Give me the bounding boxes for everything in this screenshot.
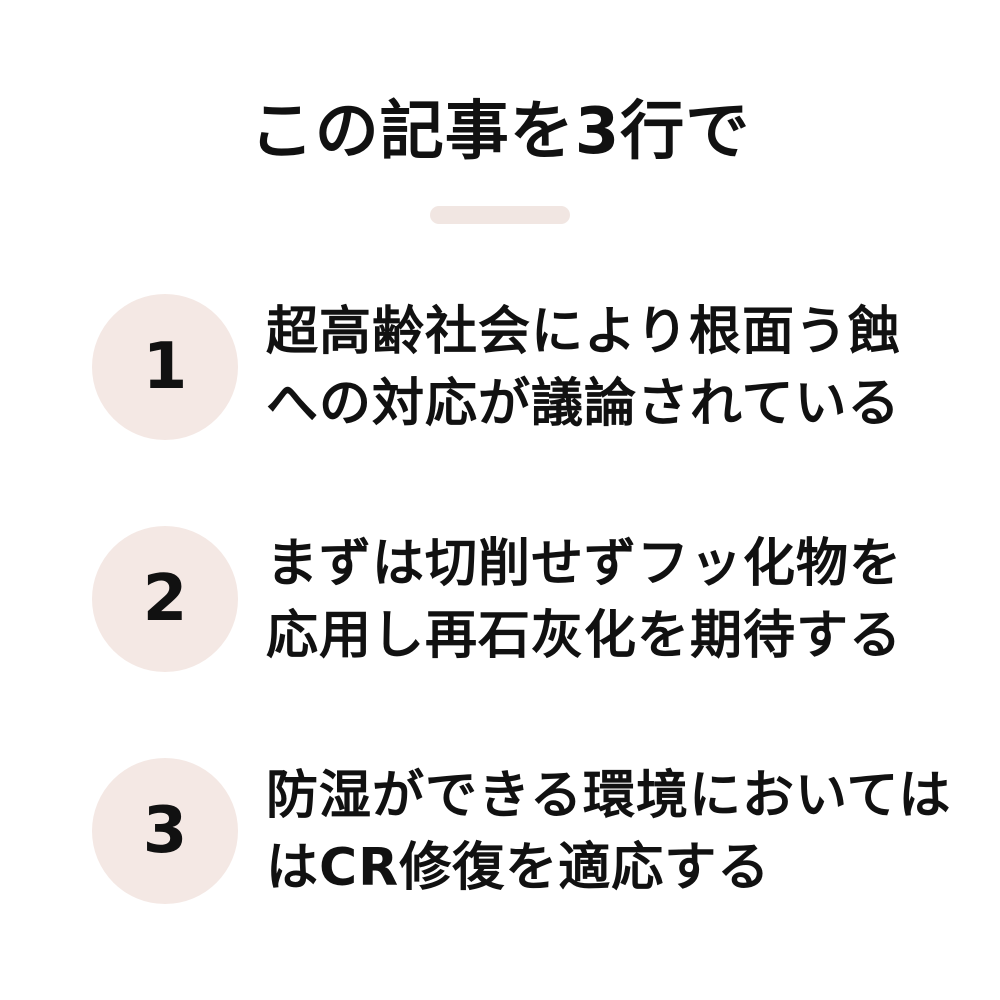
point-text: 超高齢社会により根面う蝕 への対応が議論されている (266, 296, 926, 440)
point-line-1: 防湿ができる環境においては (266, 766, 952, 826)
number-badge: 2 (92, 526, 238, 672)
badge-number: 2 (142, 562, 188, 636)
title-divider (430, 206, 570, 224)
point-line-1: 超高齢社会により根面う蝕 (266, 302, 901, 362)
badge-number: 1 (142, 330, 188, 404)
point-text: まずは切削せずフッ化物を 応用し再石灰化を期待する (266, 528, 926, 672)
summary-point-1: 1 超高齢社会により根面う蝕 への対応が議論されている (92, 294, 952, 444)
summary-point-3: 3 防湿ができる環境においては はCR修復を適応する (92, 758, 952, 908)
point-line-2: 応用し再石灰化を期待する (266, 606, 903, 666)
number-badge: 3 (92, 758, 238, 904)
point-line-2: はCR修復を適応する (266, 838, 771, 898)
point-line-2: への対応が議論されている (266, 374, 901, 434)
page-title: この記事を3行で (249, 95, 751, 169)
badge-number: 3 (142, 794, 188, 868)
point-line-1: まずは切削せずフッ化物を (266, 534, 903, 594)
point-text: 防湿ができる環境においては はCR修復を適応する (266, 760, 952, 904)
summary-point-2: 2 まずは切削せずフッ化物を 応用し再石灰化を期待する (92, 526, 952, 676)
number-badge: 1 (92, 294, 238, 440)
